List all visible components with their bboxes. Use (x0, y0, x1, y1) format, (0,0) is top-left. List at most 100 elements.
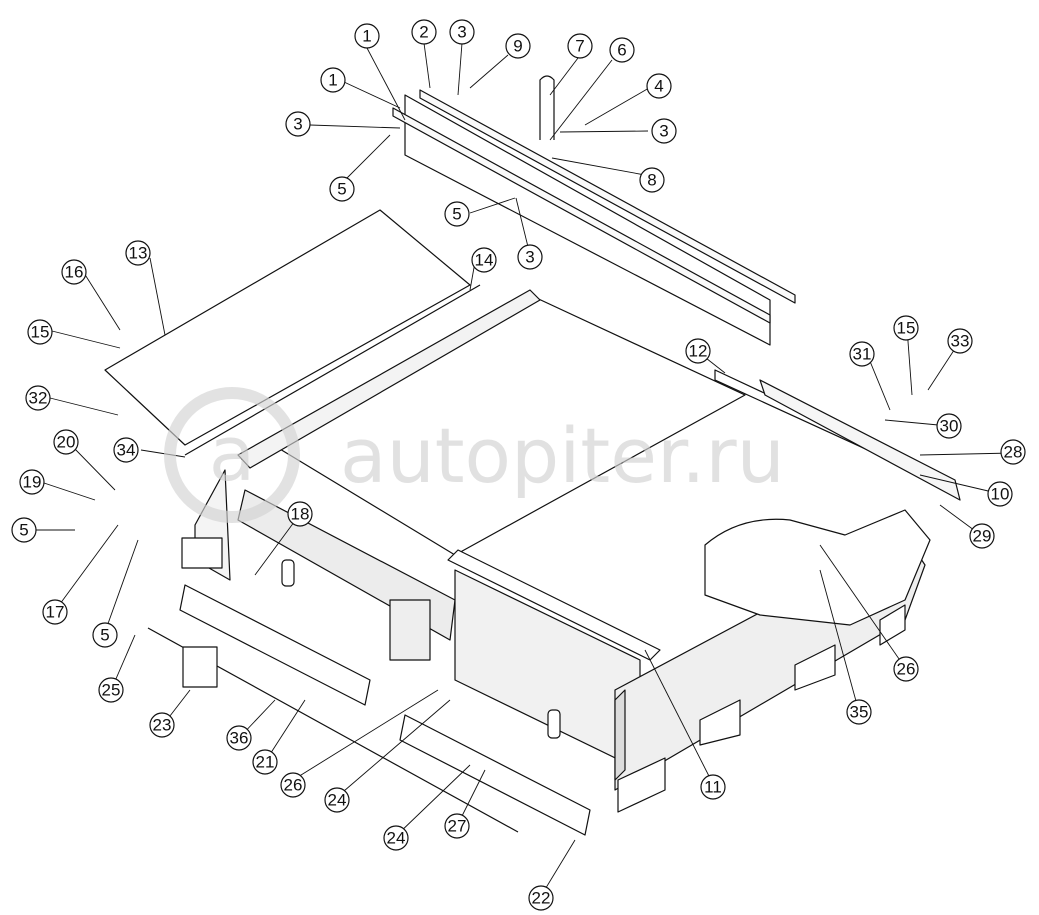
callout-number: 5 (19, 521, 28, 540)
callout-26: 26 (893, 656, 919, 682)
callout-circle (651, 118, 677, 144)
callout-number: 14 (475, 251, 494, 270)
callout-circle (285, 111, 311, 137)
callout-number: 19 (23, 473, 42, 492)
callout-number: 23 (153, 716, 172, 735)
callout-circle (411, 19, 437, 45)
callout-circle (329, 176, 355, 202)
callout-2: 2 (411, 19, 437, 45)
callout-9: 9 (505, 33, 531, 59)
callout-30: 30 (936, 413, 962, 439)
callout-circle (27, 319, 53, 345)
callout-18: 18 (287, 501, 313, 527)
callout-21: 21 (252, 749, 278, 775)
callout-circle (252, 749, 278, 775)
callout-32: 32 (25, 385, 51, 411)
callout-34: 34 (113, 437, 139, 463)
callout-number: 30 (940, 417, 959, 436)
callout-circle (936, 413, 962, 439)
callout-circle (42, 599, 68, 625)
callout-circle (947, 328, 973, 354)
callout-14: 14 (471, 247, 497, 273)
callout-number: 3 (525, 248, 534, 267)
callout-10: 10 (987, 481, 1013, 507)
callout-number: 12 (689, 342, 708, 361)
callout-number: 28 (1004, 443, 1023, 462)
callout-circle (53, 429, 79, 455)
callout-number: 16 (65, 263, 84, 282)
callout-28: 28 (1000, 439, 1026, 465)
right-rear-frame (704, 509, 931, 626)
callout-number: 22 (532, 889, 551, 908)
callout-circle (685, 338, 711, 364)
callout-23: 23 (149, 712, 175, 738)
callout-circle (517, 244, 543, 270)
callout-circle (11, 517, 37, 543)
callout-number: 18 (291, 505, 310, 524)
callout-circle (113, 437, 139, 463)
callout-circle (1000, 439, 1026, 465)
callout-number: 36 (230, 729, 249, 748)
callout-number: 4 (654, 77, 663, 96)
callout-3: 3 (449, 19, 475, 45)
callout-33: 33 (947, 328, 973, 354)
callout-number: 3 (457, 23, 466, 42)
callout-number: 1 (362, 27, 371, 46)
callout-number: 24 (387, 829, 406, 848)
post-left (281, 559, 295, 587)
callout-24: 24 (383, 825, 409, 851)
callout-number: 2 (419, 23, 428, 42)
right-front-cap (614, 689, 626, 781)
callout-number: 26 (284, 776, 303, 795)
cover-edge-14 (184, 284, 481, 456)
callout-4: 4 (646, 73, 672, 99)
callout-number: 27 (448, 817, 467, 836)
callout-5: 5 (329, 176, 355, 202)
callout-circle (226, 725, 252, 751)
callout-number: 26 (897, 660, 916, 679)
callout-number: 17 (46, 603, 65, 622)
callout-number: 32 (29, 389, 48, 408)
callout-number: 7 (575, 37, 584, 56)
callout-number: 34 (117, 441, 136, 460)
callout-number: 3 (293, 115, 302, 134)
callout-5: 5 (92, 622, 118, 648)
flap-3 (879, 604, 906, 646)
callout-number: 1 (328, 71, 337, 90)
callout-circle (893, 315, 919, 341)
callout-27: 27 (444, 813, 470, 839)
callout-35: 35 (846, 699, 872, 725)
callout-circle (849, 341, 875, 367)
callout-5: 5 (11, 517, 37, 543)
callout-circle (320, 67, 346, 93)
callout-circle (383, 825, 409, 851)
callout-circle (609, 37, 635, 63)
callout-7: 7 (567, 33, 593, 59)
callout-number: 29 (973, 527, 992, 546)
callout-29: 29 (969, 523, 995, 549)
callout-circle (987, 481, 1013, 507)
callout-circle (893, 656, 919, 682)
callout-number: 21 (256, 753, 275, 772)
callout-number: 20 (57, 433, 76, 452)
watermark-text: autopiter.ru (340, 411, 785, 500)
flap-4 (617, 757, 666, 813)
callout-12: 12 (685, 338, 711, 364)
callout-5: 5 (444, 201, 470, 227)
callout-circle (444, 813, 470, 839)
hinge-strip-lower (392, 107, 771, 324)
callout-24: 24 (324, 787, 350, 813)
flap-2 (794, 644, 836, 691)
callout-number: 25 (102, 681, 121, 700)
callout-circle (92, 622, 118, 648)
callout-circle (444, 201, 470, 227)
callout-number: 10 (991, 485, 1010, 504)
callout-circle (98, 677, 124, 703)
callout-22: 22 (528, 885, 554, 911)
callout-circle (287, 501, 313, 527)
callout-number: 5 (452, 205, 461, 224)
watermark: a autopiter.ru (164, 387, 785, 523)
callout-number: 24 (328, 791, 347, 810)
callout-circle (149, 712, 175, 738)
